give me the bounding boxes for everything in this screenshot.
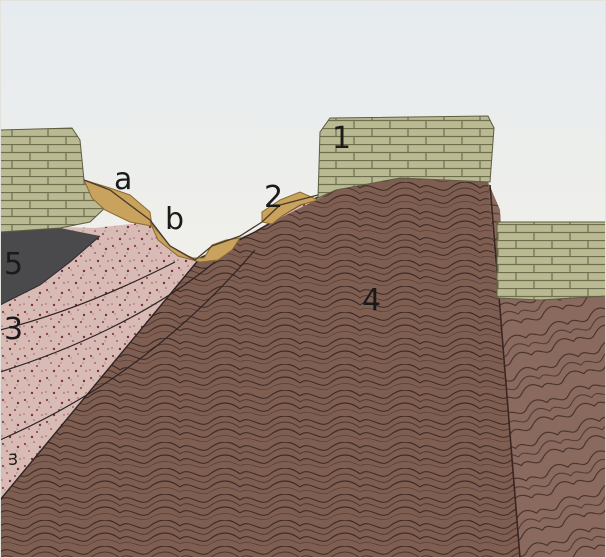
label-a: a — [114, 165, 132, 195]
label-5: 5 — [4, 250, 23, 280]
label-1: 1 — [332, 124, 351, 154]
label-3: 3 — [4, 315, 23, 345]
label-b: b — [165, 205, 184, 235]
label-3-small: 3 — [8, 452, 18, 468]
limestone-block-right — [497, 222, 606, 300]
label-4: 4 — [362, 286, 381, 316]
label-2: 2 — [264, 183, 283, 213]
